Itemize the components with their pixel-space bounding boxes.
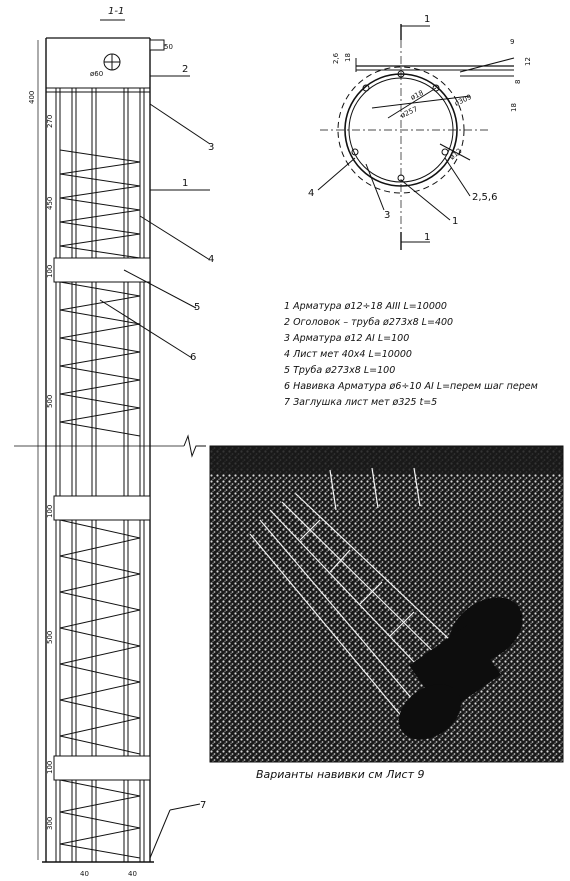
site-photo bbox=[209, 445, 564, 763]
dim-400: 400 bbox=[28, 91, 36, 104]
cs-callout-4: 4 bbox=[308, 188, 314, 199]
dim-top-cap: 50 bbox=[164, 43, 173, 51]
callout-1: 1 bbox=[182, 178, 188, 189]
cs-diam-257: ø257 bbox=[399, 105, 418, 120]
dim-270: 270 bbox=[46, 115, 54, 128]
photo-caption: Варианты навивки см Лист 9 bbox=[256, 768, 425, 781]
section-mark-bottom: 1 bbox=[424, 232, 430, 243]
callout-4: 4 bbox=[208, 254, 214, 265]
dim-100b: 100 bbox=[46, 505, 54, 518]
cs-dim-right-4: 18 bbox=[510, 103, 518, 112]
dim-500: 500 bbox=[46, 395, 54, 408]
callout-2: 2 bbox=[182, 64, 188, 75]
legend-line-6: 6 Навивка Арматура ø6÷10 AI L=перем шаг … bbox=[284, 381, 538, 392]
cs-dim-right-2: 12 bbox=[524, 57, 532, 66]
legend-line-7: 7 Заглушка лист мет ø325 t=5 bbox=[284, 397, 437, 408]
dim-100a: 100 bbox=[46, 265, 54, 278]
dim-bottom-right: 40 bbox=[128, 870, 137, 878]
cs-dim-right-1: 9 bbox=[510, 38, 514, 46]
elevation-view: 1-1 ø60 50 2 400 270 450 100 500 10 bbox=[14, 6, 214, 878]
dim-450: 450 bbox=[46, 197, 54, 210]
callout-3: 3 bbox=[208, 142, 214, 153]
cross-section: 1 1 2,6 18 9 12 8 18 ø18 bbox=[308, 14, 532, 250]
plug-label: ø60 bbox=[90, 70, 103, 78]
dim-100c: 100 bbox=[46, 761, 54, 774]
legend-line-4: 4 Лист мет 40x4 L=10000 bbox=[284, 349, 412, 360]
legend-line-1: 1 Арматура ø12÷18 AIII L=10000 bbox=[284, 301, 447, 312]
cs-dim-left-1: 2,6 bbox=[332, 52, 340, 64]
callout-5: 5 bbox=[194, 302, 200, 313]
cs-callout-256: 2,5,6 bbox=[472, 192, 497, 203]
legend-line-5: 5 Труба ø273x8 L=100 bbox=[284, 365, 395, 376]
section-label: 1-1 bbox=[108, 6, 124, 17]
section-mark-top: 1 bbox=[424, 14, 430, 25]
cs-callout-1: 1 bbox=[452, 216, 458, 227]
cs-callout-3: 3 bbox=[384, 210, 390, 221]
callout-6: 6 bbox=[190, 352, 196, 363]
dim-300: 300 bbox=[46, 817, 54, 830]
cs-diam-309: ø309 bbox=[453, 93, 472, 108]
callout-7: 7 bbox=[200, 800, 206, 811]
cs-dim-left-2: 18 bbox=[344, 53, 352, 62]
legend: 1 Арматура ø12÷18 AIII L=10000 2 Оголово… bbox=[284, 301, 538, 408]
legend-line-2: 2 Оголовок – труба ø273x8 L=400 bbox=[284, 317, 453, 328]
dim-500b: 500 bbox=[46, 631, 54, 644]
legend-line-3: 3 Арматура ø12 AI L=100 bbox=[284, 333, 409, 344]
cs-dim-right-3: 8 bbox=[514, 80, 522, 84]
dim-bottom-left: 40 bbox=[80, 870, 89, 878]
